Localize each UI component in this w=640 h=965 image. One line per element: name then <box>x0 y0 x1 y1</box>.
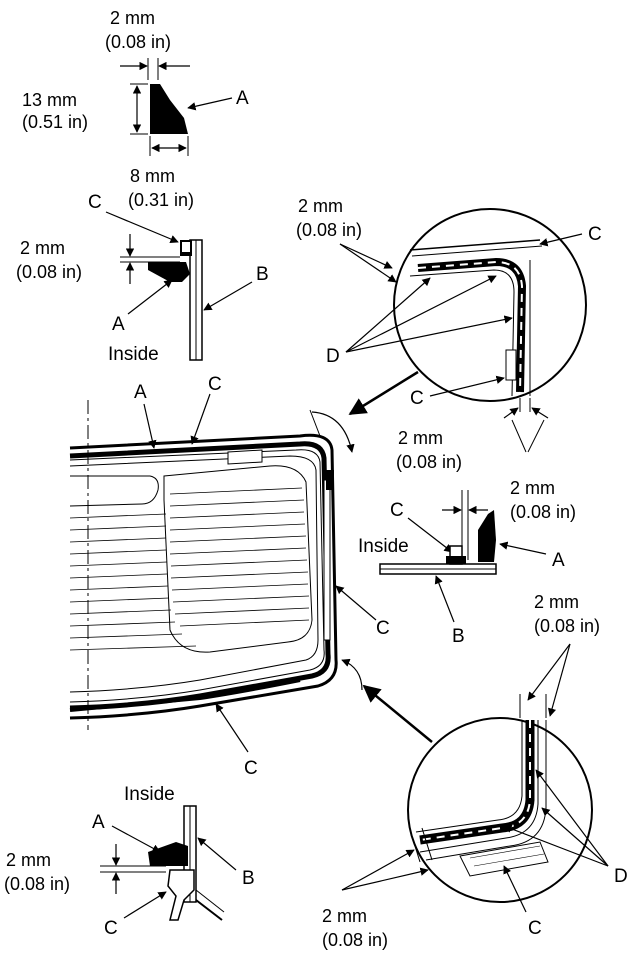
callout-c: C <box>588 224 602 245</box>
callout-d: D <box>614 866 628 887</box>
upper-corner-detail: C 2 mm (0.08 in) D C 2 mm (0.08 in) <box>296 196 602 522</box>
adhesive-profile-detail: 2 mm (0.08 in) 13 mm (0.51 in) 8 mm (0.3… <box>22 8 249 210</box>
dim-label: 2 mm <box>6 850 51 870</box>
dim-label: (0.08 in) <box>105 32 171 52</box>
adhesive-shape <box>148 842 188 866</box>
window-assembly: A C C C <box>69 374 433 779</box>
inside-label: Inside <box>108 344 159 365</box>
adhesive-shape <box>148 262 190 282</box>
adhesive-shape <box>478 510 496 562</box>
dim-label: (0.08 in) <box>296 220 362 240</box>
dim-label: 2 mm <box>398 428 443 448</box>
dim-label: (0.08 in) <box>322 930 388 950</box>
defroster-grid-lines <box>69 487 310 651</box>
callout-a: A <box>112 314 125 335</box>
dim-label: (0.08 in) <box>534 616 600 636</box>
dim-label: 2 mm <box>534 592 579 612</box>
callout-c: C <box>88 192 102 213</box>
dim-label: 2 mm <box>322 906 367 926</box>
callout-c: C <box>376 618 390 639</box>
callout-b: B <box>452 626 465 647</box>
dim-label: (0.08 in) <box>16 262 82 282</box>
callout-a: A <box>552 550 565 571</box>
lower-corner-detail: 2 mm (0.08 in) D C 2 mm (0.08 in) <box>322 592 628 950</box>
callout-a: A <box>92 812 105 833</box>
callout-a: A <box>236 88 249 109</box>
callout-c: C <box>208 374 222 395</box>
dim-label: (0.08 in) <box>396 452 462 472</box>
dim-label: 2 mm <box>20 238 65 258</box>
dim-label: 8 mm <box>130 166 175 186</box>
callout-c: C <box>244 758 258 779</box>
lower-section-detail: Inside 2 mm (0.08 in) A B C <box>4 784 255 939</box>
dim-label: (0.08 in) <box>510 502 576 522</box>
inside-label: Inside <box>358 536 409 557</box>
callout-c: C <box>390 500 404 521</box>
dim-label: 2 mm <box>298 196 343 216</box>
callout-c: C <box>104 918 118 939</box>
dim-label: (0.31 in) <box>128 190 194 210</box>
adhesive-profile-shape <box>150 84 188 134</box>
callout-d: D <box>326 346 340 367</box>
inside-label: Inside <box>124 784 175 805</box>
dim-label: 13 mm <box>22 90 77 110</box>
callout-b: B <box>256 264 269 285</box>
dim-label: 2 mm <box>110 8 155 28</box>
side-section-detail: 2 mm (0.08 in) C Inside A B <box>358 428 565 647</box>
callout-c: C <box>410 388 424 409</box>
dim-label: (0.08 in) <box>4 874 70 894</box>
callout-b: B <box>242 868 255 889</box>
callout-c: C <box>528 918 542 939</box>
upper-section-detail: C 2 mm (0.08 in) A B Inside <box>16 192 269 365</box>
dim-label: (0.51 in) <box>22 112 88 132</box>
dim-label: 2 mm <box>510 478 555 498</box>
callout-a: A <box>134 382 147 403</box>
